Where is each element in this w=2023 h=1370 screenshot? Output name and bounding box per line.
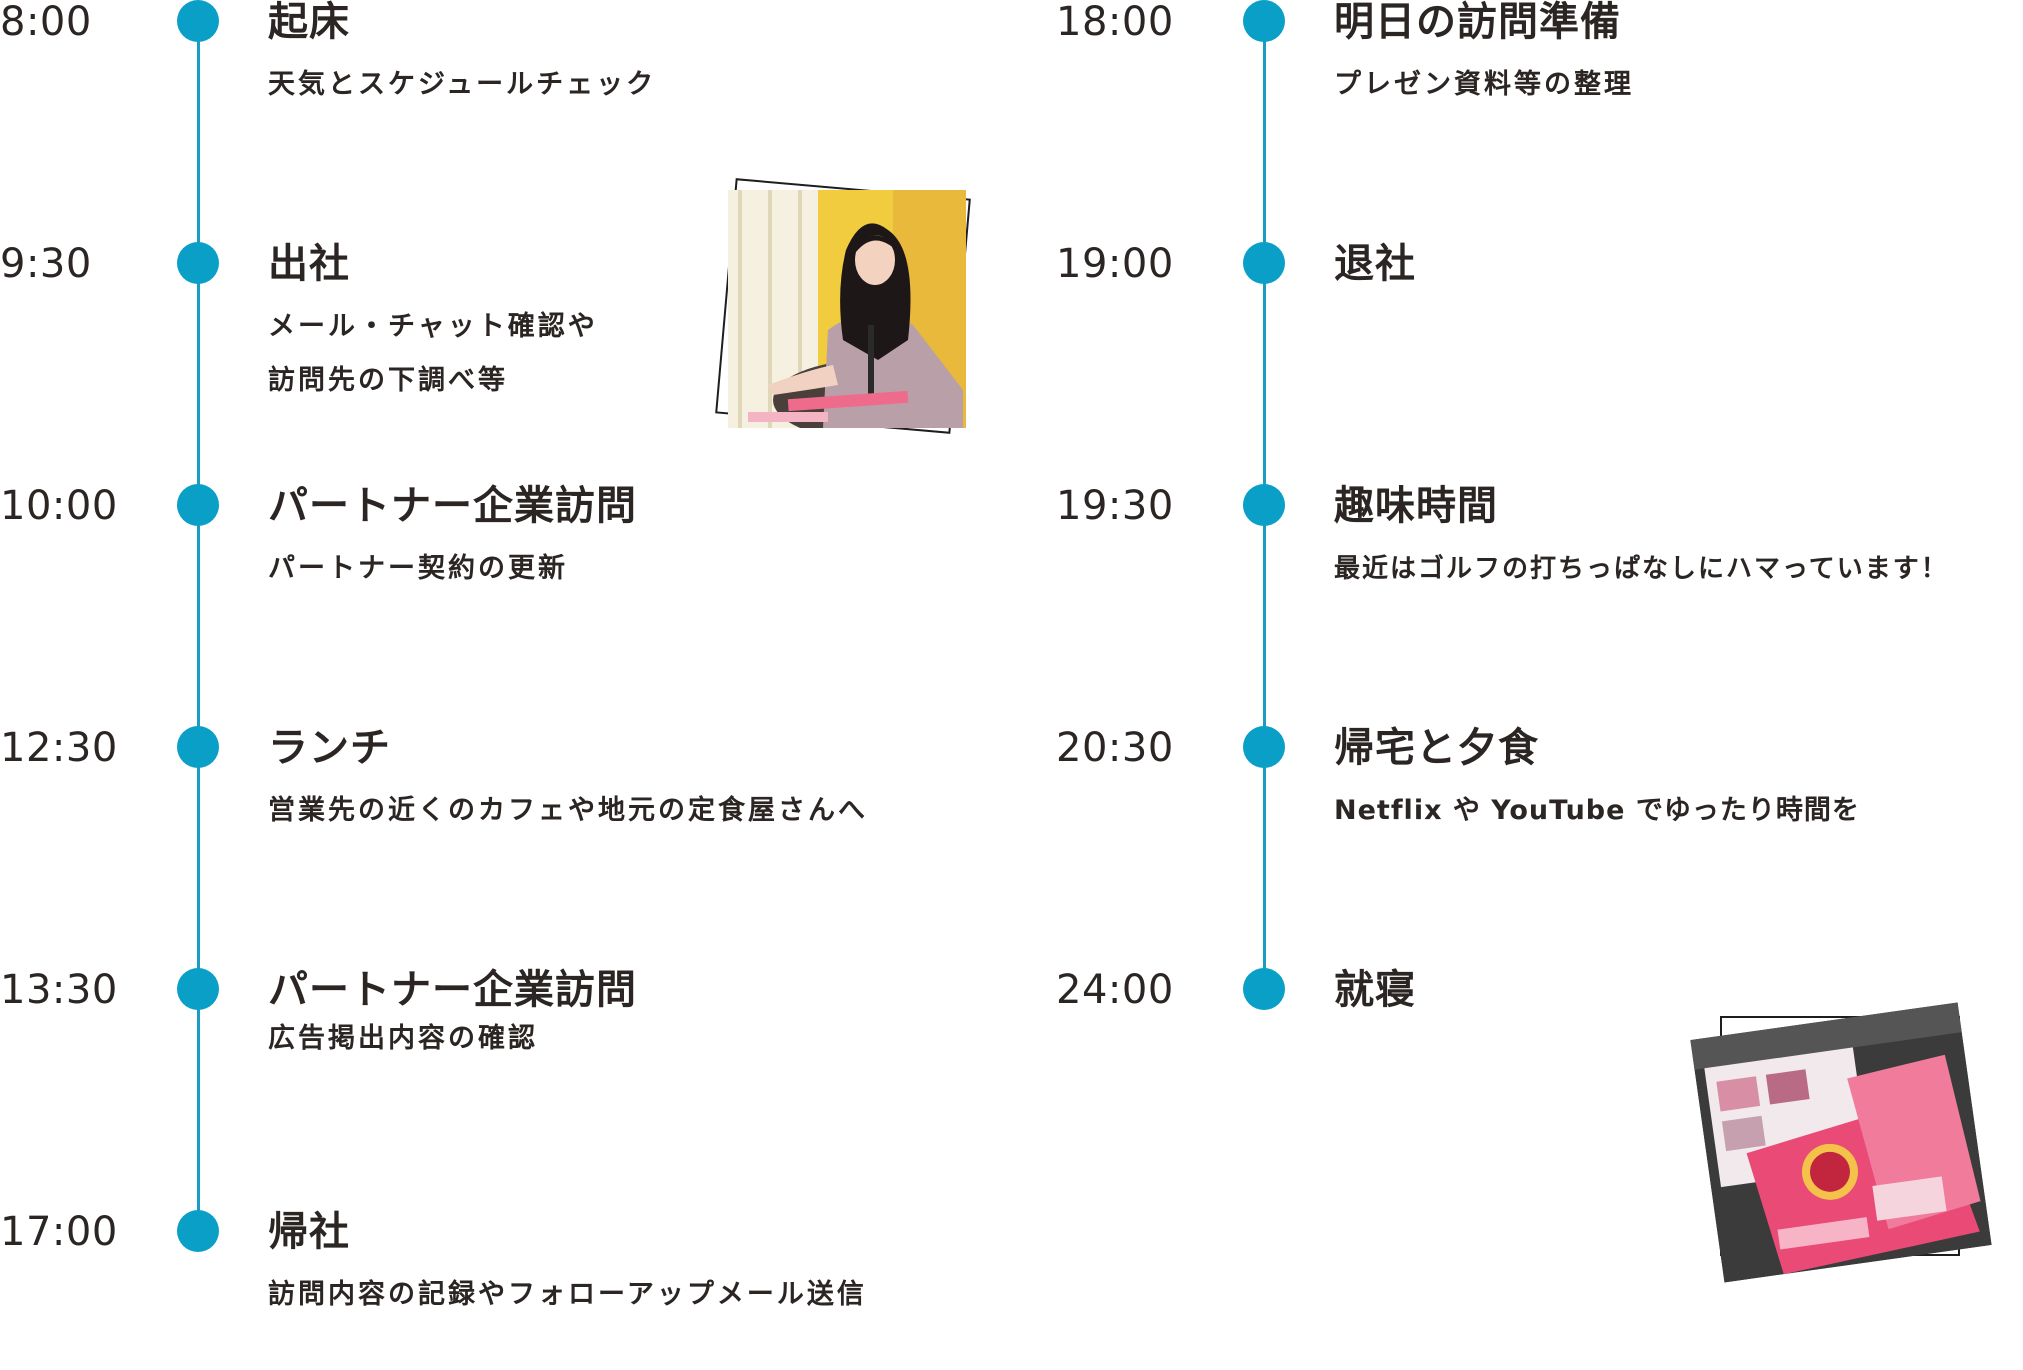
event-title: 趣味時間 [1334, 483, 1498, 529]
timeline-item: 8:00 起床 天気とスケジュールチェック [0, 0, 1030, 160]
timeline-dot [1243, 726, 1285, 768]
event-description: 訪問内容の記録やフォローアップメール送信 [268, 1279, 867, 1310]
time-label: 20:30 [1056, 725, 1174, 771]
event-title: 帰宅と夕食 [1334, 725, 1539, 771]
timeline-item: 10:00 パートナー企業訪問 パートナー契約の更新 [0, 484, 1030, 644]
event-title: 出社 [268, 241, 350, 287]
timeline-item: 12:30 ランチ 営業先の近くのカフェや地元の定食屋さんへ [0, 726, 1030, 886]
time-label: 17:00 [0, 1209, 118, 1255]
time-label: 19:30 [1056, 483, 1174, 529]
timeline-item: 19:00 退社 [1056, 242, 2023, 402]
event-title: 明日の訪問準備 [1334, 0, 1621, 45]
timeline-dot [1243, 484, 1285, 526]
event-title: 退社 [1334, 241, 1416, 287]
event-description: メール・チャット確認や 訪問先の下調べ等 [268, 311, 598, 396]
time-label: 13:30 [0, 967, 118, 1013]
timeline-dot [177, 1210, 219, 1252]
event-title: 帰社 [268, 1209, 350, 1255]
event-description: 天気とスケジュールチェック [268, 69, 657, 100]
timeline-dot [1243, 968, 1285, 1010]
event-description: 広告掲出内容の確認 [268, 1023, 538, 1054]
event-title: ランチ [268, 725, 391, 771]
event-title: パートナー企業訪問 [268, 967, 637, 1013]
timeline-dot [177, 968, 219, 1010]
time-label: 8:00 [0, 0, 92, 45]
brochure-photo [1682, 990, 2002, 1290]
event-description: Netflix や YouTube でゆったり時間を [1334, 795, 1860, 826]
time-label: 24:00 [1056, 967, 1174, 1013]
time-label: 12:30 [0, 725, 118, 771]
person-illustration [728, 190, 966, 428]
time-label: 19:00 [1056, 241, 1174, 287]
timeline-left-column: 8:00 起床 天気とスケジュールチェック 9:30 出社 メール・チャット確認… [0, 0, 1030, 1317]
timeline-right-column: 18:00 明日の訪問準備 プレゼン資料等の整理 19:00 退社 19:30 … [1056, 0, 2023, 1317]
timeline-dot [177, 242, 219, 284]
event-title: 就寝 [1334, 967, 1416, 1013]
timeline-item: 20:30 帰宅と夕食 Netflix や YouTube でゆったり時間を [1056, 726, 2023, 886]
time-label: 10:00 [0, 483, 118, 529]
timeline-dot [177, 0, 219, 42]
brochure-illustration [1690, 1002, 1992, 1283]
timeline-item: 18:00 明日の訪問準備 プレゼン資料等の整理 [1056, 0, 2023, 160]
time-label: 18:00 [1056, 0, 1174, 45]
photo-image [728, 190, 966, 428]
timeline-item: 13:30 パートナー企業訪問 広告掲出内容の確認 [0, 968, 1030, 1128]
timeline-item: 9:30 出社 メール・チャット確認や 訪問先の下調べ等 [0, 242, 1030, 402]
photo-image [1690, 1002, 1992, 1283]
timeline-dot [177, 484, 219, 526]
timeline-item: 24:00 就寝 [1056, 968, 2023, 1128]
timeline-dot [1243, 242, 1285, 284]
timeline-dot [177, 726, 219, 768]
timeline-item: 19:30 趣味時間 最近はゴルフの打ちっぱなしにハマっています！ [1056, 484, 2023, 644]
event-title: 起床 [268, 0, 350, 45]
timeline-item: 17:00 帰社 訪問内容の記録やフォローアップメール送信 [0, 1210, 1030, 1370]
event-description: 最近はゴルフの打ちっぱなしにハマっています！ [1334, 554, 1949, 584]
timeline-line-left [197, 22, 200, 1232]
event-description: 営業先の近くのカフェや地元の定食屋さんへ [268, 795, 868, 826]
time-label: 9:30 [0, 241, 92, 287]
event-description: パートナー契約の更新 [268, 553, 568, 584]
meeting-photo [705, 168, 985, 448]
event-description: プレゼン資料等の整理 [1334, 69, 1634, 100]
event-title: パートナー企業訪問 [268, 483, 637, 529]
timeline-dot [1243, 0, 1285, 42]
